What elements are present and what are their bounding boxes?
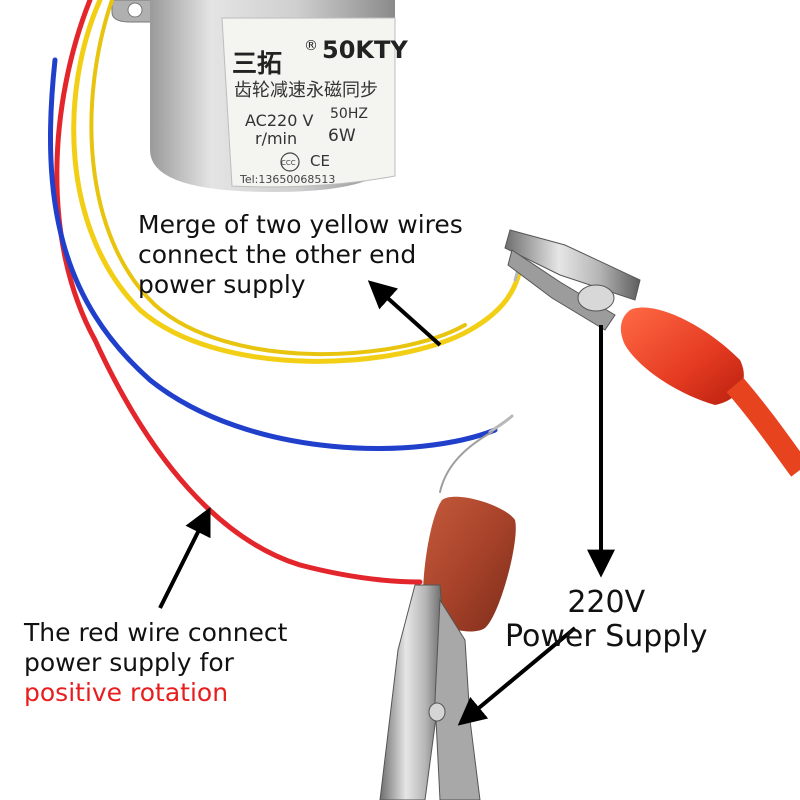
- power-supply-annotation: 220V Power Supply: [505, 586, 707, 654]
- red-annotation-line-1: The red wire connect: [24, 618, 288, 647]
- capacitor-lead: [439, 431, 493, 493]
- capacitor-body: [422, 496, 516, 632]
- bottom-clip: [379, 584, 481, 800]
- yellow-wire-2: [89, 0, 467, 357]
- top-clip-red-cable: [726, 377, 800, 477]
- motor-brand: 三拓: [232, 49, 282, 78]
- yellow-wire-1: [71, 0, 523, 364]
- yellow-annotation-arrow: [367, 280, 442, 347]
- capacitor: [422, 496, 516, 632]
- blue-wire: [47, 57, 498, 451]
- motor-ccc: CCC: [281, 159, 296, 167]
- motor-voltage: AC220 V: [245, 111, 313, 130]
- red-annotation-arrow: [158, 506, 211, 609]
- red-annotation-line-2: power supply for: [24, 648, 234, 677]
- motor-reg-mark: ®: [304, 38, 318, 54]
- yellow-annotation-line-1: Merge of two yellow wires: [138, 210, 463, 239]
- power-bottom-arrow: [457, 626, 577, 726]
- top-right-clip: [504, 229, 800, 477]
- motor-mount-hole: [127, 2, 143, 18]
- yellow-wire-annotation: Merge of two yellow wires connect the ot…: [138, 210, 463, 300]
- motor: 三拓 ® 50KTY 齿轮减速永磁同步 AC220 V 50HZ r/min 6…: [111, 0, 408, 192]
- power-annotation-label: Power Supply: [505, 619, 708, 654]
- bottom-clip-jaw-right: [434, 598, 481, 800]
- red-annotation-line-3: positive rotation: [24, 678, 229, 707]
- motor-frequency: 50HZ: [330, 106, 368, 122]
- top-clip-jaw-upper: [504, 229, 641, 301]
- power-annotation-voltage: 220V: [567, 585, 646, 620]
- bottom-clip-rivet: [428, 702, 446, 722]
- top-clip-red-boot: [620, 307, 744, 405]
- yellow-annotation-line-3: power supply: [138, 270, 306, 299]
- wires: [47, 0, 524, 585]
- annotation-arrows: [158, 280, 615, 726]
- bottom-clip-jaw-left: [379, 584, 446, 800]
- motor-cert: CE: [310, 152, 330, 170]
- blue-wire-tip: [488, 414, 514, 434]
- top-clip-rivet: [577, 284, 615, 312]
- motor-power: 6W: [328, 126, 356, 146]
- motor-subtitle: 齿轮减速永磁同步: [234, 80, 378, 101]
- red-wire-annotation: The red wire connect power supply for po…: [24, 618, 287, 708]
- motor-speed-unit: r/min: [255, 129, 297, 148]
- yellow-annotation-line-2: connect the other end: [138, 240, 417, 269]
- motor-model: 50KTY: [322, 36, 408, 64]
- red-wire: [54, 0, 423, 585]
- motor-label-sticker: [221, 17, 396, 188]
- motor-phone: Tel:13650068513: [239, 173, 335, 186]
- ccc-mark-icon: [280, 152, 300, 172]
